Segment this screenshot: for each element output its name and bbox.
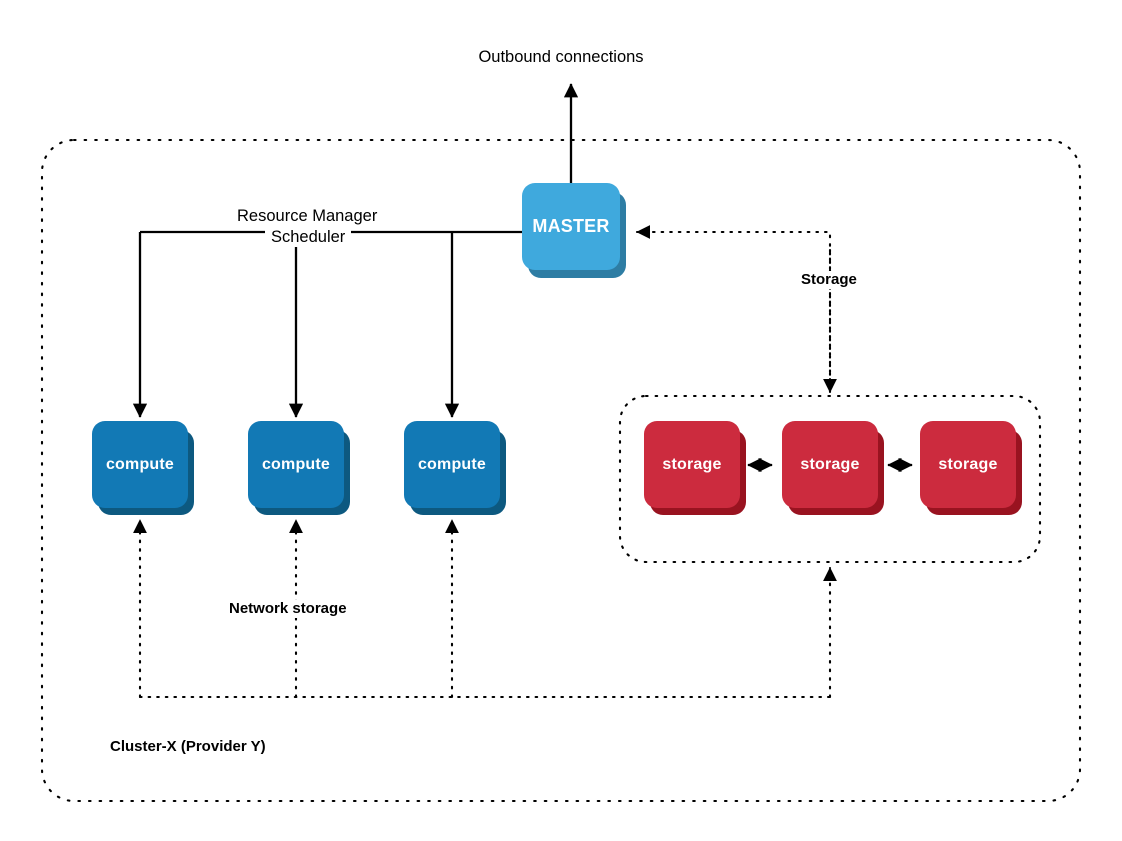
cluster-boundary xyxy=(40,138,1082,803)
storage-node-3-label: storage xyxy=(938,455,998,473)
storage-node-2-label: storage xyxy=(800,455,860,473)
storage-link-label: Storage xyxy=(797,271,861,290)
storage-node-3[interactable]: storage xyxy=(920,421,1016,508)
network-storage-label: Network storage xyxy=(225,600,351,619)
resource-manager-label: Resource Manager xyxy=(233,206,382,227)
compute-node-2[interactable]: compute xyxy=(248,421,344,508)
storage-node-1[interactable]: storage xyxy=(644,421,740,508)
master-node-label: MASTER xyxy=(532,216,610,236)
compute-node-1-label: compute xyxy=(105,455,175,473)
edge-storage-to-master xyxy=(635,225,832,394)
cluster-text: Cluster-X (Provider Y) xyxy=(110,738,266,755)
outbound-connections-label: Outbound connections xyxy=(0,47,1122,67)
scheduler-label: Scheduler xyxy=(265,227,352,248)
storage-node-2[interactable]: storage xyxy=(782,421,878,508)
compute-node-2-label: compute xyxy=(261,455,331,473)
storage-group-boundary xyxy=(618,394,1042,564)
compute-node-1[interactable]: compute xyxy=(92,421,188,508)
cluster-label: Cluster-X (Provider Y) xyxy=(110,738,266,756)
storage-link-text: Storage xyxy=(801,271,857,288)
network-storage-text: Network storage xyxy=(229,600,347,617)
compute-node-3[interactable]: compute xyxy=(404,421,500,508)
scheduler-text: Scheduler xyxy=(271,228,346,246)
master-node[interactable]: MASTER xyxy=(522,183,620,270)
resource-manager-text: Resource Manager xyxy=(237,207,378,225)
storage-node-1-label: storage xyxy=(662,455,722,473)
compute-node-3-label: compute xyxy=(417,455,487,473)
outbound-connections-text: Outbound connections xyxy=(478,48,644,66)
